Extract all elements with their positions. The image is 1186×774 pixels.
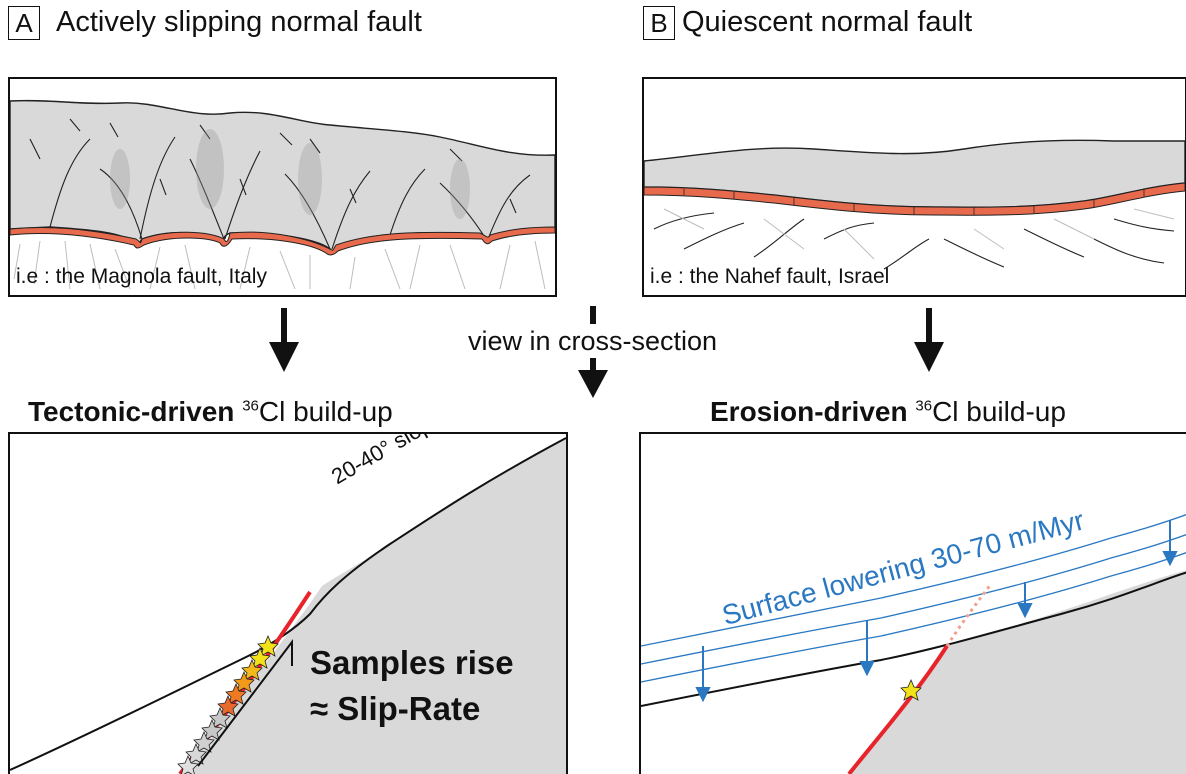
nahef-landscape	[644, 139, 1185, 270]
section-b-heading: Erosion-driven 36Cl build-up	[710, 395, 1066, 429]
cross-section-b-drawing	[641, 514, 1186, 774]
panel-a-title: Actively slipping normal fault	[56, 6, 422, 38]
section-b-heading-sup: 36	[915, 397, 933, 415]
magnola-landscape	[10, 99, 555, 290]
cross-section-a-drawing	[10, 437, 566, 774]
slip-rate-label: ≈ Slip-Rate	[310, 690, 481, 727]
arrow-down-left-icon	[269, 308, 299, 372]
panel-b-caption: i.e : the Nahef fault, Israel	[650, 265, 890, 288]
panel-b-sketch: i.e : the Nahef fault, Israel	[642, 77, 1186, 297]
section-b-heading-bold: Erosion-driven	[710, 396, 908, 427]
section-a-heading-bold: Tectonic-driven	[28, 396, 235, 427]
section-a-heading-sup: 36	[242, 397, 259, 415]
sample-stars	[177, 634, 279, 774]
panel-a-caption: i.e : the Magnola fault, Italy	[16, 265, 267, 288]
cross-section-label: view in cross-section	[468, 326, 718, 356]
samples-rise-label: Samples rise	[310, 644, 514, 681]
section-b-heading-rest: Cl build-up	[932, 396, 1066, 427]
panel-a-letter: A	[8, 6, 40, 40]
panel-a-sketch: i.e : the Magnola fault, Italy	[8, 77, 557, 297]
sample-star-icon	[900, 678, 922, 701]
section-a-heading-rest: Cl build-up	[258, 396, 393, 427]
former-surfaces	[641, 514, 1186, 683]
lowering-arrows	[695, 520, 1178, 703]
arrow-down-right-icon	[914, 308, 944, 372]
cross-section-b: Surface lowering 30-70 m/Myr	[639, 432, 1186, 774]
section-a-heading: Tectonic-driven 36Cl build-up	[28, 395, 393, 429]
panel-b-letter: B	[643, 6, 675, 40]
panel-b-title: Quiescent normal fault	[682, 6, 973, 38]
cross-section-a: 20-40° slope Samples rise ≈ Slip-Rate	[8, 432, 568, 774]
